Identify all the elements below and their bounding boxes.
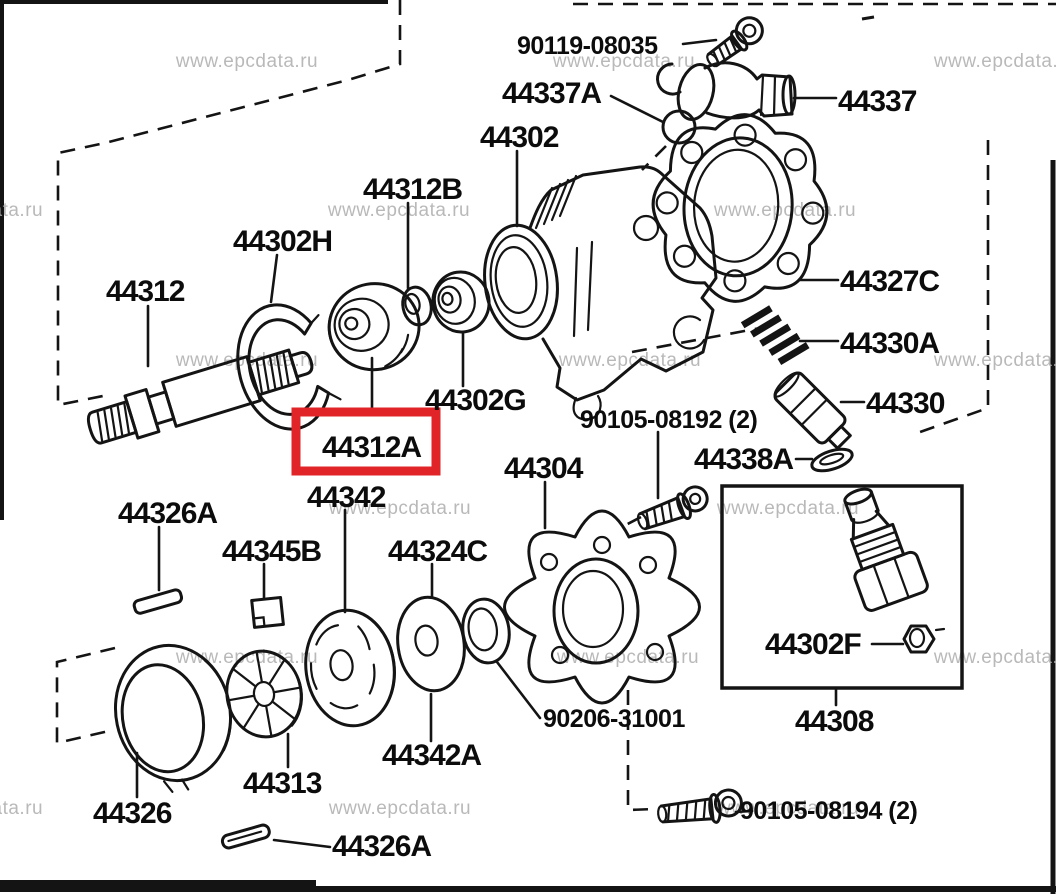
part-valve-44330 [773, 371, 852, 450]
part-label-44302: 44302 [480, 121, 559, 154]
part-label-90206-31001: 90206-31001 [543, 705, 685, 733]
part-label-44326a-upper: 44326A [118, 497, 217, 530]
part-pin-44326a-lower [220, 823, 271, 850]
watermark-text: www.epcdata.ru [175, 51, 318, 72]
watermark-text: www.epcdata.ru [328, 798, 471, 819]
part-label-44326: 44326 [93, 797, 172, 830]
part-plug-44302f [902, 624, 946, 654]
part-banjo-bolt-90119 [706, 16, 764, 68]
watermark-text: www.epcdata.ru [716, 498, 859, 519]
part-pump-body-44302 [483, 165, 718, 421]
part-label-44324c: 44324C [388, 535, 487, 568]
part-key-44345b [250, 596, 285, 629]
part-plate-44324c [396, 595, 466, 693]
watermark-text: www.epcdata.ru [716, 798, 859, 819]
part-label-44302g: 44302G [425, 384, 526, 417]
part-ring-44312b [401, 285, 433, 327]
leader-lines [135, 38, 905, 849]
part-vane-44313 [225, 649, 303, 739]
part-spring-44330a [740, 305, 810, 366]
watermark-text: www.epcdata.ru [933, 647, 1056, 668]
watermark-text: www.epcdata.ru [327, 200, 470, 221]
part-label-90119-08035: 90119-08035 [517, 32, 658, 60]
part-label-44312b: 44312B [363, 173, 462, 206]
part-label-44312: 44312 [106, 275, 185, 308]
part-label-44330a: 44330A [840, 327, 939, 360]
watermark-text: www.epcdata.ru [558, 350, 701, 371]
part-snap-ring-44302h [236, 303, 342, 431]
part-bolt-90105-08194 [657, 788, 743, 824]
part-label-44304: 44304 [504, 452, 584, 485]
part-label-44326a-lower: 44326A [332, 830, 431, 863]
watermark-text: www.epcdata.ru [552, 51, 695, 72]
part-bolt-90105-08192 [636, 485, 709, 531]
part-oring-90206 [461, 597, 511, 665]
watermark-text: www.epcdata.ru [933, 51, 1056, 72]
part-gasket-44338a [810, 447, 854, 473]
part-label-44327c: 44327C [840, 265, 939, 298]
part-labels: 90119-08035 44337A 44337 44302 44312B 44… [93, 32, 946, 863]
highlight-box-44312a [291, 407, 441, 476]
part-cover-44304 [503, 509, 701, 705]
watermark-text: www.epcdata.ru [0, 798, 43, 819]
watermark-text: www.epcdata.ru [713, 200, 856, 221]
part-pulley-44312a [327, 282, 421, 372]
part-rotor-44342 [304, 608, 396, 728]
watermark-text: www.epcdata.ru [175, 647, 318, 668]
part-label-44345b: 44345B [222, 535, 321, 568]
part-label-44338a: 44338A [694, 443, 793, 476]
part-label-44308: 44308 [795, 705, 874, 738]
watermark-text: www.epcdata.ru [0, 200, 43, 221]
part-label-44313: 44313 [243, 767, 322, 800]
kit-box-outline [720, 484, 964, 690]
part-kit-44308 [720, 484, 964, 690]
part-label-44342a: 44342A [382, 739, 481, 772]
part-pin-44326a-upper [132, 588, 184, 615]
part-label-44337a: 44337A [502, 77, 601, 110]
part-union-fitting [843, 487, 929, 612]
part-label-44302f: 44302F [765, 628, 861, 661]
part-bearing-44302g [431, 270, 491, 334]
part-label-44337: 44337 [838, 85, 917, 118]
part-label-44302h: 44302H [233, 225, 332, 258]
watermark-text: www.epcdata.ru [175, 350, 318, 371]
watermark-text: www.epcdata.ru [328, 498, 471, 519]
part-label-44330: 44330 [866, 387, 945, 420]
part-shaft-44312 [86, 348, 314, 445]
part-label-44312a: 44312A [322, 431, 421, 464]
part-label-44342: 44342 [307, 481, 386, 514]
part-label-90105-08194: 90105-08194 (2) [740, 797, 918, 825]
watermark-text: www.epcdata.ru [933, 350, 1056, 371]
part-label-90105-08192: 90105-08192 (2) [580, 406, 758, 434]
